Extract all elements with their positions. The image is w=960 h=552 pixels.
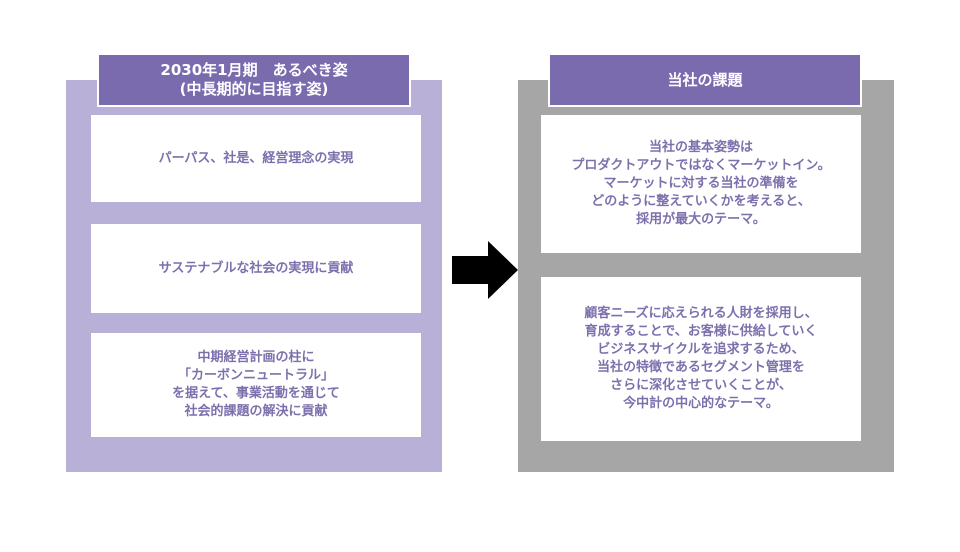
right-arrow-icon <box>452 241 518 299</box>
left-item-carbon-neutral: 中期経営計画の柱に 「カーボンニュートラル」 を据えて、事業活動を通じて 社会的… <box>91 333 421 437</box>
right-item-recruitment: 顧客ニーズに応えられる人財を採用し、 育成することで、お客様に供給していく ビジ… <box>541 277 861 441</box>
right-header: 当社の課題 <box>548 53 862 107</box>
right-item-market-in: 当社の基本姿勢は プロダクトアウトではなくマーケットイン。 マーケットに対する当… <box>541 115 861 253</box>
left-item-text: パーパス、社是、経営理念の実現 <box>158 150 354 166</box>
left-item-text: 中期経営計画の柱に 「カーボンニュートラル」 を据えて、事業活動を通じて 社会的… <box>172 350 340 419</box>
right-header-title: 当社の課題 <box>667 70 743 89</box>
right-item-text: 当社の基本姿勢は プロダクトアウトではなくマーケットイン。 マーケットに対する当… <box>571 140 831 227</box>
left-item-sustainable: サステナブルな社会の実現に貢献 <box>91 224 421 313</box>
left-item-purpose: パーパス、社是、経営理念の実現 <box>91 115 421 202</box>
left-header: 2030年1月期 あるべき姿 (中長期的に目指す姿) <box>97 53 411 107</box>
right-item-text: 顧客ニーズに応えられる人財を採用し、 育成することで、お客様に供給していく ビジ… <box>584 306 818 411</box>
left-header-title: 2030年1月期 あるべき姿 (中長期的に目指す姿) <box>160 61 348 98</box>
left-item-text: サステナブルな社会の実現に貢献 <box>158 260 354 276</box>
